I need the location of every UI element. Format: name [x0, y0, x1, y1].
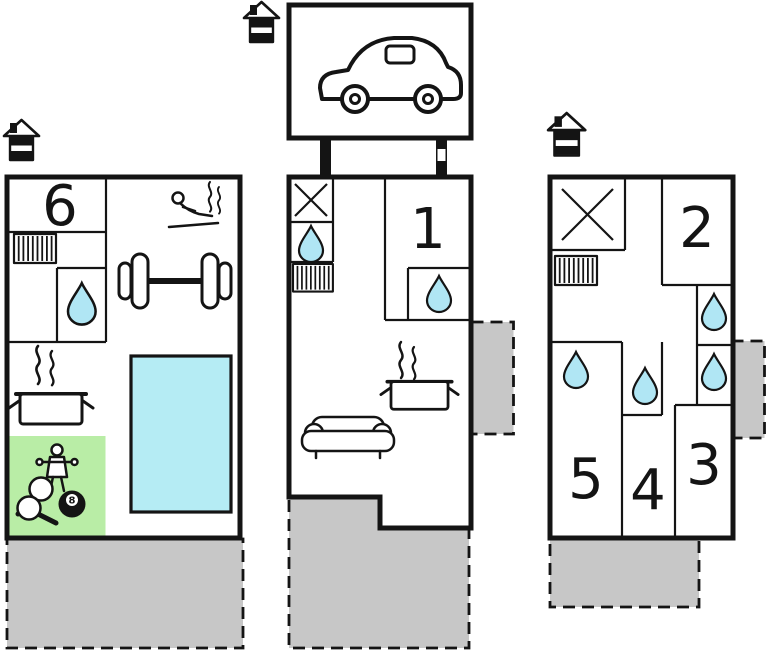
sauna-icon — [167, 180, 222, 229]
left-partitions — [7, 177, 108, 344]
radiator-icon-left — [12, 232, 58, 265]
chimney-house-icon-right — [546, 111, 587, 157]
balcony-middle — [470, 320, 515, 436]
eight-ball-icon: 8 — [58, 490, 86, 518]
left-building: 6 — [4, 174, 243, 541]
chimney-house-icon-left — [2, 118, 41, 162]
foosball-player-icon — [35, 443, 79, 493]
garage-connector-left — [320, 138, 331, 178]
terrace-left — [5, 537, 245, 650]
room-4-label: 4 — [630, 458, 666, 523]
right-building: 2 5 4 3 — [547, 174, 736, 541]
window-x-icon-right — [561, 188, 614, 241]
room-2-label: 2 — [679, 196, 715, 261]
swimming-pool — [129, 354, 233, 514]
table-tennis-icon — [15, 476, 59, 526]
room-3-label: 3 — [686, 433, 722, 498]
room-1-label: 1 — [410, 197, 446, 262]
car-icon — [318, 36, 463, 114]
right-partitions — [550, 177, 733, 538]
garage-unit — [286, 2, 474, 178]
room-6-label: 6 — [42, 174, 78, 239]
balcony-right — [730, 339, 766, 440]
terrace-right — [548, 536, 701, 609]
sofa-icon — [300, 415, 396, 460]
eight-ball-label: 8 — [69, 496, 76, 507]
chimney-house-icon-middle — [242, 0, 281, 44]
middle-building: 1 — [286, 174, 474, 531]
dumbbell-icon — [117, 252, 233, 310]
radiator-icon-middle — [291, 262, 334, 293]
radiator-icon-right — [553, 254, 599, 287]
room-5-label: 5 — [568, 447, 604, 512]
garage-connector-door — [437, 149, 446, 161]
right-building-walls — [547, 174, 736, 541]
window-x-icon-middle — [294, 183, 328, 217]
